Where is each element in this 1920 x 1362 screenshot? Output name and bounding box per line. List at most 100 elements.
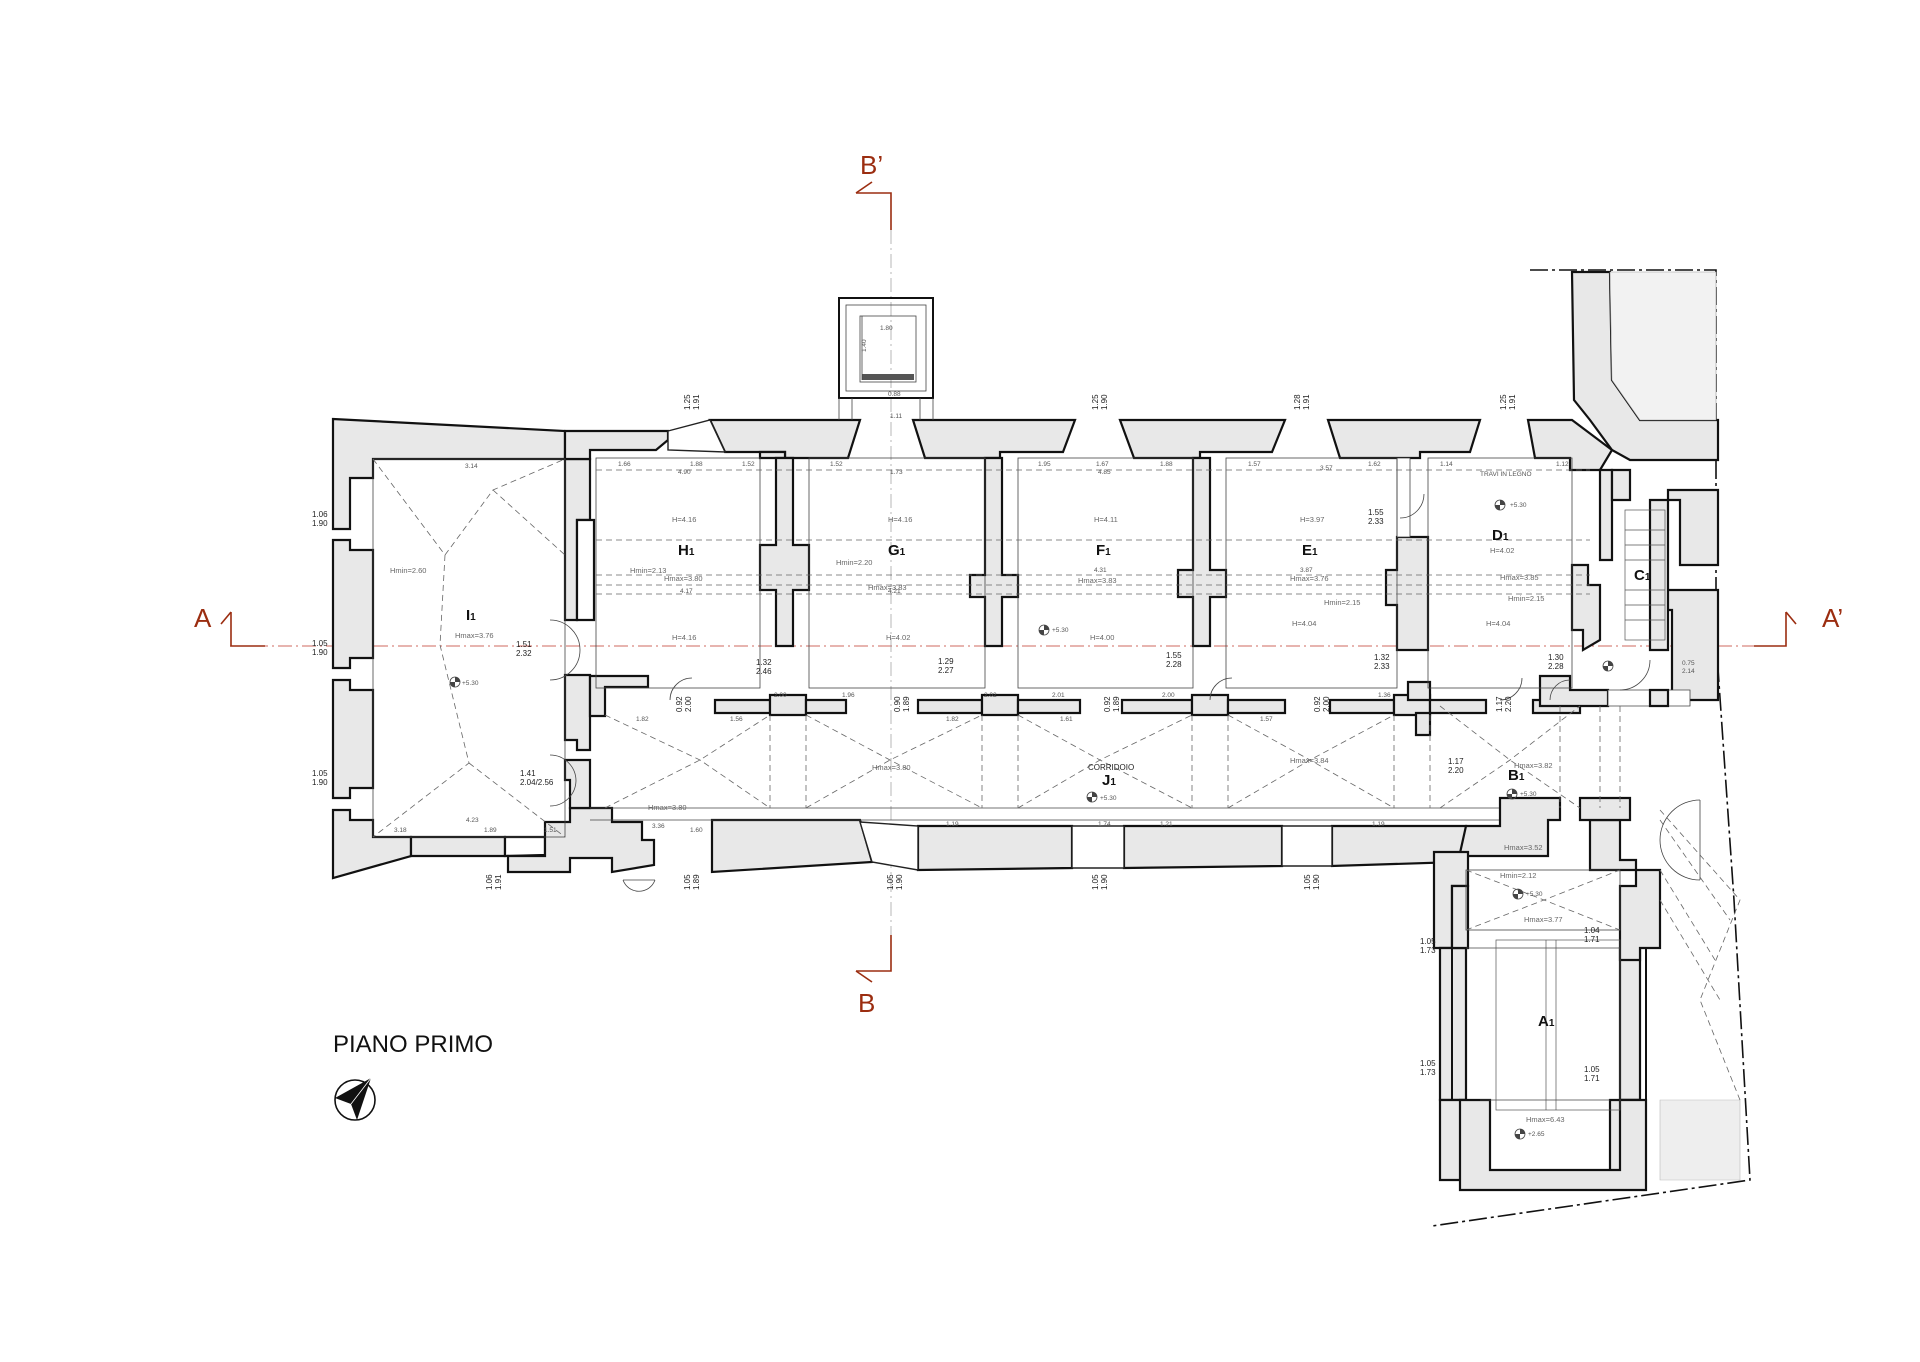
- svg-text:Hmin=2.15: Hmin=2.15: [1508, 594, 1544, 603]
- svg-text:1.61: 1.61: [1060, 716, 1073, 723]
- svg-text:Hmin=2.60: Hmin=2.60: [390, 566, 426, 575]
- svg-text:1.19: 1.19: [1372, 821, 1385, 828]
- svg-text:1.05: 1.05: [312, 769, 328, 778]
- svg-text:Hmax=3.52: Hmax=3.52: [1504, 843, 1543, 852]
- svg-text:1.40: 1.40: [861, 339, 868, 352]
- svg-text:1.90: 1.90: [1312, 874, 1321, 890]
- svg-text:H=4.16: H=4.16: [888, 515, 912, 524]
- svg-text:G1: G1: [888, 542, 906, 559]
- svg-text:2.04/2.56: 2.04/2.56: [520, 778, 554, 787]
- svg-text:C1: C1: [1634, 567, 1651, 584]
- svg-text:2.20: 2.20: [1448, 766, 1464, 775]
- door-dim: 1.552.28: [1166, 651, 1182, 669]
- svg-text:1.66: 1.66: [618, 461, 631, 468]
- svg-text:1.91: 1.91: [494, 874, 503, 890]
- door-dim: 1.412.04/2.56: [520, 769, 554, 787]
- svg-text:Hmax=3.76: Hmax=3.76: [1290, 574, 1329, 583]
- svg-text:+5.30: +5.30: [1520, 791, 1537, 798]
- svg-text:1.32: 1.32: [1374, 653, 1390, 662]
- svg-text:1.82: 1.82: [636, 716, 649, 723]
- svg-text:1.25: 1.25: [683, 394, 692, 410]
- svg-text:4.21: 4.21: [888, 588, 901, 595]
- svg-text:H=4.16: H=4.16: [672, 515, 696, 524]
- svg-text:I1: I1: [466, 607, 476, 624]
- svg-text:1.55: 1.55: [1166, 651, 1182, 660]
- c1-staircase: [1624, 509, 1666, 641]
- drawing-title: PIANO PRIMO: [333, 1031, 493, 1058]
- room-a1: A1 Hmax=3.77 Hmax=6.43 +2.65 +5.30: [1524, 891, 1565, 1138]
- svg-text:Hmax=3.84: Hmax=3.84: [1290, 756, 1329, 765]
- svg-text:1.04: 1.04: [1584, 926, 1600, 935]
- north-arrow-icon: [334, 1077, 376, 1121]
- room-c1: C1: [1634, 567, 1651, 584]
- svg-text:1.55: 1.55: [1368, 508, 1384, 517]
- svg-text:Hmax=3.80: Hmax=3.80: [664, 574, 703, 583]
- svg-text:F1: F1: [1096, 542, 1111, 559]
- main-building-walls: [331, 417, 1741, 1192]
- svg-text:1.90: 1.90: [312, 519, 328, 528]
- svg-text:TRAVI IN LEGNO: TRAVI IN LEGNO: [1480, 471, 1532, 478]
- svg-text:1.96: 1.96: [842, 692, 855, 699]
- svg-text:1.60: 1.60: [690, 827, 703, 834]
- svg-text:Hmax=3.85: Hmax=3.85: [1500, 573, 1539, 582]
- svg-text:1.89: 1.89: [484, 827, 497, 834]
- svg-text:1.57: 1.57: [1260, 716, 1273, 723]
- svg-text:1.29: 1.29: [938, 657, 954, 666]
- svg-text:1.05: 1.05: [1420, 937, 1436, 946]
- room-g1: G1 H=4.16 Hmin=2.20 Hmax=3.83: [836, 515, 912, 592]
- svg-text:+5.30: +5.30: [462, 680, 479, 687]
- level-marker-icon: [449, 499, 1614, 1140]
- svg-text:1.90: 1.90: [1100, 394, 1109, 410]
- door-dim: 1.552.33: [1368, 508, 1384, 526]
- svg-text:1.80: 1.80: [880, 325, 893, 332]
- svg-text:1.73: 1.73: [890, 469, 903, 476]
- svg-text:H=4.00: H=4.00: [1090, 633, 1114, 642]
- svg-text:4.23: 4.23: [466, 817, 479, 824]
- svg-text:0.90: 0.90: [893, 696, 902, 712]
- room-d1: D1 H=4.02 Hmax=3.85 Hmin=2.15 TRAVI IN L…: [1480, 471, 1544, 603]
- svg-text:1.17: 1.17: [1495, 696, 1504, 712]
- svg-text:1.17: 1.17: [1448, 757, 1464, 766]
- property-boundary: [1431, 269, 1751, 1227]
- svg-text:Hmax=3.83: Hmax=3.83: [868, 583, 907, 592]
- svg-text:Hmax=3.80: Hmax=3.80: [648, 803, 687, 812]
- svg-text:1.73: 1.73: [1420, 1068, 1436, 1077]
- lift-box: 1.80 1.40 0.88 1.11: [838, 297, 934, 420]
- room-f1: F1 H=4.11 Hmax=3.83: [1078, 515, 1118, 585]
- svg-text:1.25: 1.25: [1091, 394, 1100, 410]
- svg-text:1.67: 1.67: [1096, 461, 1109, 468]
- svg-text:0.92: 0.92: [1103, 696, 1112, 712]
- svg-text:1.06: 1.06: [485, 874, 494, 890]
- svg-text:J1: J1: [1102, 772, 1116, 789]
- svg-text:2.32: 2.32: [516, 649, 532, 658]
- svg-text:1.73: 1.73: [1420, 946, 1436, 955]
- svg-text:1.90: 1.90: [1100, 874, 1109, 890]
- svg-text:2.28: 2.28: [1166, 660, 1182, 669]
- svg-text:1.30: 1.30: [1548, 653, 1564, 662]
- svg-text:1.82: 1.82: [946, 716, 959, 723]
- svg-text:4.31: 4.31: [1094, 567, 1107, 574]
- svg-text:E1: E1: [1302, 542, 1318, 559]
- window-dim: 1.051.73: [1420, 937, 1436, 955]
- svg-text:Hmin=2.15: Hmin=2.15: [1324, 598, 1360, 607]
- svg-text:4.85: 4.85: [1098, 469, 1111, 476]
- svg-text:1.91: 1.91: [1302, 394, 1311, 410]
- svg-text:2.14: 2.14: [1682, 668, 1695, 675]
- svg-text:2.02: 2.02: [984, 692, 997, 699]
- svg-text:+5.30: +5.30: [1526, 891, 1543, 898]
- svg-text:0.92: 0.92: [1313, 696, 1322, 712]
- svg-text:2.00: 2.00: [774, 692, 787, 699]
- door-dim: 1.172.20: [1448, 757, 1464, 775]
- svg-text:1.32: 1.32: [756, 658, 772, 667]
- svg-text:H=4.04: H=4.04: [1292, 619, 1316, 628]
- svg-text:1.74: 1.74: [1098, 821, 1111, 828]
